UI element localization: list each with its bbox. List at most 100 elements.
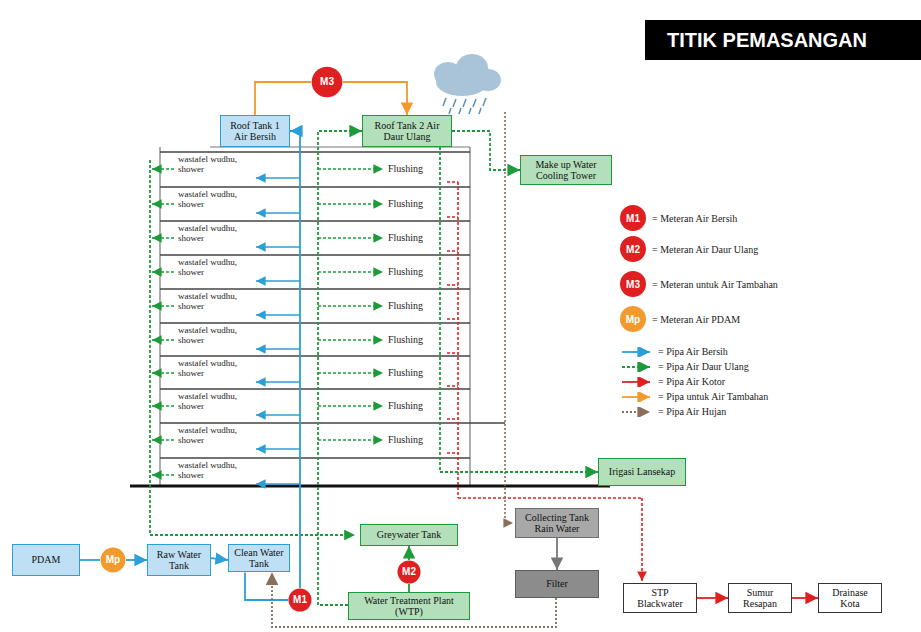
- flushing-label: Flushing: [387, 334, 424, 345]
- blackwater-branch: [447, 216, 458, 217]
- legend-row: M2 = Meteran Air Daur Ulang: [620, 236, 758, 262]
- flushing-label: Flushing: [387, 400, 424, 411]
- clean-water-branch: [256, 483, 300, 485]
- node-text: Filter: [546, 578, 568, 589]
- floor-slab: [160, 457, 470, 459]
- flushing-branch: [318, 405, 383, 407]
- meter-disc: [312, 67, 343, 98]
- blackwater-branch: [447, 318, 458, 319]
- node-text: M3: [320, 76, 334, 87]
- floor-slab: [160, 288, 470, 290]
- legend-text: = Meteran untuk Air Tambahan: [652, 279, 778, 290]
- node-text: Mp: [106, 554, 120, 565]
- legend-line-sample: [620, 362, 654, 372]
- tank-box: Filter: [515, 570, 599, 598]
- greywater-branch: [152, 439, 174, 441]
- floor-slab: [160, 186, 470, 188]
- pipe-connector: [245, 572, 288, 600]
- fixture-label: wastafel wudhu, shower: [178, 224, 250, 244]
- clean-water-branch: [256, 414, 300, 416]
- legend-line-sample: [620, 377, 654, 387]
- ground-line: [130, 485, 610, 488]
- legend-line: [622, 396, 650, 398]
- clean-water-branch: [256, 314, 300, 316]
- legend-text: = Pipa Air Hujan: [658, 406, 726, 417]
- pipe-connector: [408, 584, 410, 592]
- legend-text: = Meteran Air Daur Ulang: [652, 244, 758, 255]
- flushing-label: Flushing: [387, 266, 424, 277]
- blackwater-branch: [447, 352, 458, 353]
- legend-row: M1= Meteran Air Bersih: [620, 205, 737, 231]
- legend-swatch: M1: [620, 205, 646, 231]
- node-text: Irigasi Lansekap: [609, 466, 675, 477]
- node-text: Drainase Kota: [823, 587, 877, 609]
- node-text: Water Treatment Plant (WTP): [353, 595, 465, 617]
- rainwater-pipe: [504, 112, 506, 523]
- legend-swatch: M3: [620, 271, 646, 297]
- clean-water-branch: [256, 348, 300, 350]
- floor-slab: [160, 322, 470, 324]
- tank-box: Roof Tank 1 Air Bersih: [220, 115, 290, 147]
- blackwater-branch: [447, 385, 458, 386]
- tank-box: PDAM: [12, 544, 80, 576]
- node-text: Collecting Tank Rain Water: [520, 512, 594, 534]
- node-text: Clean Water Tank: [233, 547, 285, 569]
- node-text: M1: [293, 594, 307, 605]
- meter-symbol-text: M1: [626, 213, 640, 224]
- legend-row: M3 = Meteran untuk Air Tambahan: [620, 271, 778, 297]
- tank-box: Greywater Tank: [360, 524, 458, 546]
- facade-line: [159, 147, 160, 486]
- clean-water-branch: [256, 212, 300, 214]
- pipe-connector: [255, 82, 311, 115]
- node-text: M2: [402, 566, 416, 577]
- legend-row: = Pipa Air Kotor: [620, 376, 725, 387]
- floor-slab: [160, 388, 470, 390]
- fixture-label: wastafel wudhu, shower: [178, 190, 250, 210]
- legend-row: Mp= Meteran Air PDAM: [620, 306, 740, 332]
- flushing-label: Flushing: [387, 434, 424, 445]
- rain-cloud: [434, 54, 501, 114]
- pipe-connector: [80, 559, 100, 561]
- pipe-connector: [697, 597, 728, 599]
- flushing-branch: [318, 237, 383, 239]
- node-text: Make up Water Cooling Tower: [525, 159, 607, 181]
- pipe-connector: [440, 147, 598, 472]
- fixture-label: wastafel wudhu, shower: [178, 426, 250, 446]
- clean-water-branch: [256, 177, 300, 179]
- fixture-label: wastafel wudhu, shower: [178, 292, 250, 312]
- legend-swatch: M2: [620, 236, 646, 262]
- tank-box: Sumur Resapan: [728, 583, 792, 613]
- meter-disc: [397, 560, 420, 583]
- facade-line: [469, 147, 470, 486]
- pipe-connector: [452, 131, 520, 170]
- blackwater-pipe: [641, 498, 643, 581]
- legend-text: = Pipa Air Daur Ulang: [658, 361, 749, 372]
- greywater-branch: [152, 339, 174, 341]
- fixture-label: wastafel wudhu, shower: [178, 326, 250, 346]
- flushing-branch: [318, 271, 383, 273]
- flushing-label: Flushing: [387, 163, 424, 174]
- node-text: Roof Tank 1 Air Bersih: [225, 120, 285, 142]
- legend-line-sample: [620, 392, 654, 402]
- legend-text: = Pipa Air Bersih: [658, 346, 728, 357]
- legend-line: [622, 381, 650, 383]
- fixture-label: wastafel wudhu, shower: [178, 392, 250, 412]
- clean-water-branch: [256, 246, 300, 248]
- flushing-branch: [318, 339, 383, 341]
- fixture-label: wastafel wudhu, shower: [178, 461, 250, 481]
- legend-row: = Pipa Air Hujan: [620, 406, 726, 417]
- fixture-label: wastafel wudhu, shower: [178, 258, 250, 278]
- clean-water-branch: [256, 448, 300, 450]
- floor-slab: [160, 355, 470, 357]
- flushing-branch: [318, 305, 383, 307]
- blackwater-branch: [447, 284, 458, 285]
- meter-disc: [288, 588, 311, 611]
- pipe-connector: [211, 558, 228, 560]
- flushing-label: Flushing: [387, 367, 424, 378]
- blackwater-branch: [447, 250, 458, 251]
- flushing-branch: [318, 203, 383, 205]
- pipe-connector: [318, 131, 362, 605]
- blackwater-branch: [447, 452, 458, 453]
- title-bar: TITIK PEMASANGAN: [645, 20, 921, 60]
- meter-symbol-text: Mp: [626, 314, 640, 325]
